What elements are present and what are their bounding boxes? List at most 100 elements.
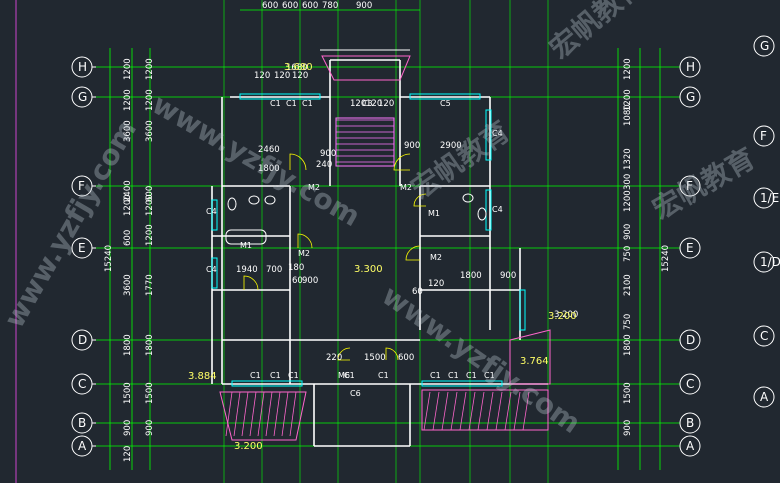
window — [211, 199, 218, 231]
dim-right: 1500 — [623, 382, 633, 404]
window-tag: C1 — [344, 371, 355, 380]
window — [485, 109, 492, 161]
room-dim: 60 — [292, 276, 303, 286]
window-tag: C1 — [484, 371, 495, 380]
room-dim: 120 — [350, 99, 366, 109]
window — [485, 189, 492, 231]
room-dim: 900 — [320, 149, 336, 159]
grid-bubble-right-label: B — [686, 416, 694, 430]
window-tag: C1 — [286, 99, 297, 108]
room-dim: 3.200 — [554, 310, 578, 320]
level-mark: 3.200 — [548, 311, 577, 322]
grid-bubble-right-label: G — [686, 90, 695, 104]
grid-bubble-left-label: D — [78, 333, 87, 347]
window-tag: C4 — [492, 129, 503, 138]
balcony-hatch — [513, 391, 521, 431]
window — [211, 257, 218, 289]
door-tag: M1 — [240, 241, 252, 250]
grid-bubble-far-right — [753, 187, 775, 209]
door-swing — [337, 347, 351, 361]
dim-left-outer: 120 — [123, 446, 133, 462]
dim-top: 900 — [356, 1, 372, 11]
room-dim: 700 — [266, 265, 282, 275]
dim-top: 600 — [282, 1, 298, 11]
room-dim: 220 — [326, 353, 342, 363]
room-dim: 1680 — [286, 63, 308, 73]
balcony-hatch — [504, 391, 512, 431]
dim-left-outer: 1200 — [123, 194, 133, 216]
balcony-right — [421, 389, 549, 431]
grid-bubble-right — [679, 175, 701, 197]
room-dim: 1500 — [364, 353, 386, 363]
watermark: 宏帆教育 — [647, 141, 761, 226]
balcony-hatch — [257, 391, 265, 437]
dim-left-outer: 1800 — [123, 334, 133, 356]
watermark: 宏帆教育 — [405, 114, 516, 205]
grid-bubble-right — [679, 86, 701, 108]
window — [239, 93, 321, 100]
window-tag: C5 — [440, 99, 451, 108]
level-mark: 3.300 — [354, 264, 383, 275]
balcony-hatch — [459, 391, 467, 431]
grid-bubble-right — [679, 237, 701, 259]
grid-bubble-right-label: C — [686, 377, 694, 391]
door-swing — [413, 193, 427, 207]
balcony-hatch — [450, 391, 458, 431]
door-tag: M1 — [428, 209, 440, 218]
window-tag: C4 — [206, 265, 217, 274]
window-tag: C4 — [492, 205, 503, 214]
dim-left-inner: 3600 — [145, 120, 155, 142]
dim-left-outer: 900 — [123, 420, 133, 436]
door-swing — [289, 153, 307, 171]
dim-right: 1200 — [623, 89, 633, 111]
door-swing — [297, 233, 313, 249]
window — [409, 93, 481, 100]
room-dim: 900 — [404, 141, 420, 151]
balcony-hatch — [233, 391, 241, 437]
window — [519, 289, 526, 331]
dim-left-outer: 1500 — [123, 382, 133, 404]
window-tag: C6 — [350, 389, 361, 398]
bay-top — [321, 55, 411, 81]
grid-bubble-right — [679, 56, 701, 78]
room-dim: 2900 — [440, 141, 462, 151]
dim-right: 1200 — [623, 58, 633, 80]
room-dim: 2460 — [258, 145, 280, 155]
dim-left-inner: 1800 — [145, 334, 155, 356]
window-tag: C1 — [270, 99, 281, 108]
window-tag: C1 — [288, 371, 299, 380]
room-dim: 900 — [500, 271, 516, 281]
grid-bubble-far-right — [753, 251, 775, 273]
grid-bubble-left-label: G — [78, 90, 87, 104]
grid-bubble-far-right-label: 1/E — [760, 191, 779, 205]
dim-right: 1800 — [623, 334, 633, 356]
grid-bubble-left-label: H — [78, 60, 87, 74]
balcony-hatch — [249, 391, 257, 437]
balcony-hatch — [289, 391, 297, 437]
dim-right: 1320 — [623, 148, 633, 170]
room-dim: 600 — [398, 353, 414, 363]
grid-bubble-far-right — [753, 125, 775, 147]
room-dim: 1800 — [258, 164, 280, 174]
dim-left-outer: 3600 — [123, 120, 133, 142]
window-tag: C1 — [378, 371, 389, 380]
grid-bubble-far-right-label: F — [760, 129, 767, 143]
dim-left-inner: 900 — [145, 420, 155, 436]
dim-left-inner: 1200 — [145, 58, 155, 80]
sink — [462, 193, 474, 203]
sink — [248, 195, 260, 205]
grid-bubble-left-label: B — [78, 416, 86, 430]
door-tag: M6 — [338, 371, 350, 380]
balcony-hatch — [432, 391, 440, 431]
watermark: www.yzfjy.com — [0, 114, 143, 333]
balcony-corner — [509, 329, 551, 385]
door-tag: M2 — [430, 253, 442, 262]
dim-right: 900 — [623, 224, 633, 240]
watermark: 宏帆教育 — [543, 0, 650, 65]
grid-bubble-far-right-label: 1/D — [760, 255, 780, 269]
room-dim: 1800 — [460, 271, 482, 281]
window-tag: C3 — [362, 99, 373, 108]
dim-left-outer: 1200 — [123, 58, 133, 80]
